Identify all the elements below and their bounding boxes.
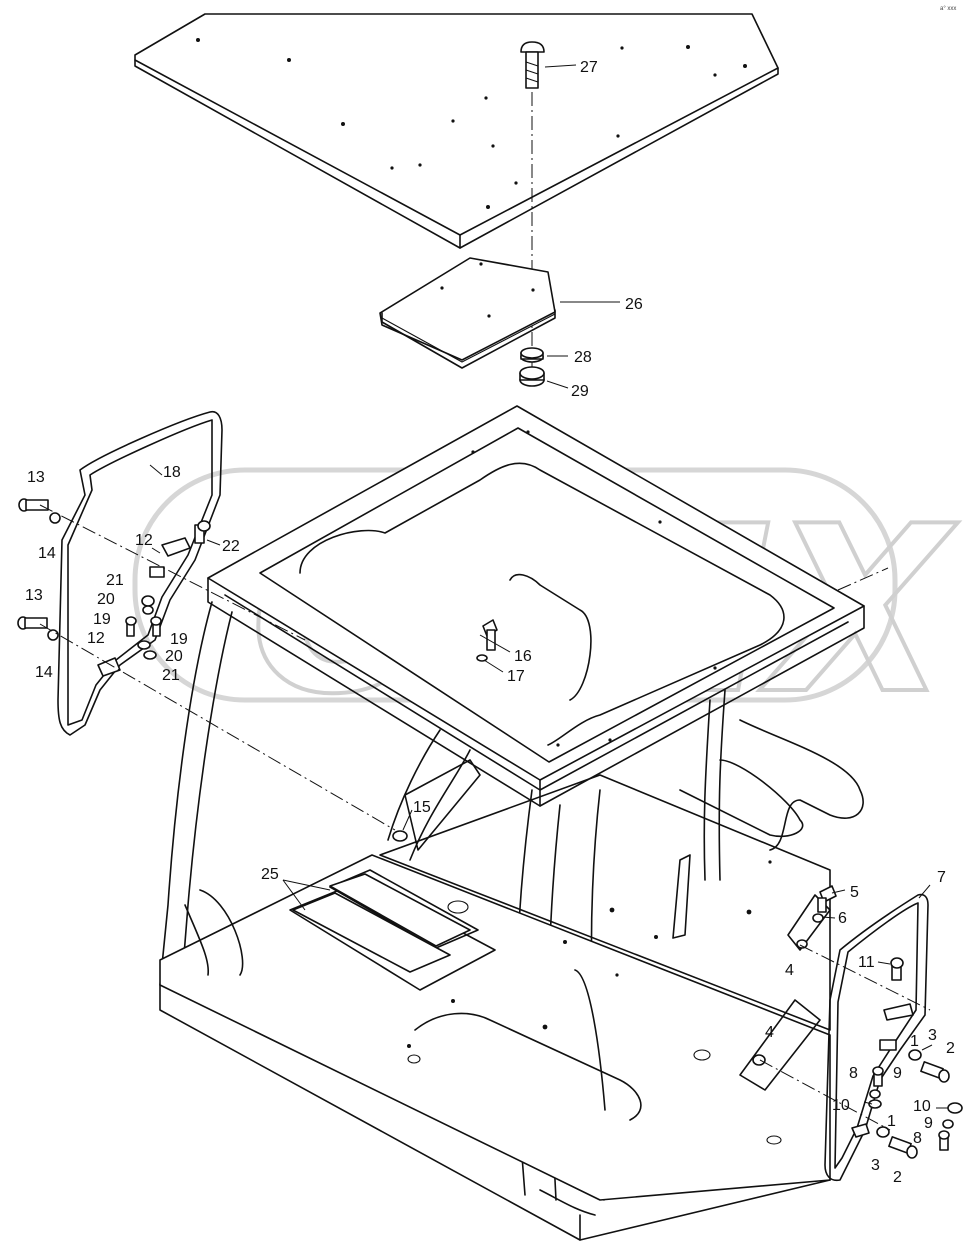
callout-3-lower: 3 [871, 1157, 880, 1174]
bracket-16 [482, 619, 498, 651]
callout-18: 18 [163, 464, 181, 481]
callout-16: 16 [514, 648, 532, 665]
callout-19-right: 19 [170, 631, 188, 648]
bolt-8-lower [938, 1130, 950, 1151]
callout-8-lower: 8 [913, 1130, 922, 1147]
nut-29 [519, 366, 545, 387]
callout-10-upper: 10 [832, 1097, 850, 1114]
callout-25: 25 [261, 866, 279, 883]
nut-4-lower [752, 1054, 766, 1066]
callout-14-lower: 14 [35, 664, 53, 681]
washer-28 [520, 347, 544, 363]
bolt-2-upper [920, 1061, 950, 1083]
callout-2-lower: 2 [893, 1169, 902, 1186]
callout-2-upper: 2 [946, 1040, 955, 1057]
callout-27: 27 [580, 59, 598, 76]
bolt-2-lower [888, 1136, 918, 1159]
callout-1-upper: 1 [910, 1033, 919, 1050]
bolt-11 [890, 957, 904, 981]
callout-14-upper: 14 [38, 545, 56, 562]
nut-9-lower [942, 1119, 954, 1129]
hardware-19-21 [125, 595, 162, 660]
corner-mark: a° xxx [940, 6, 956, 12]
bracket-12-lower [97, 657, 121, 677]
washer-10-upper [868, 1099, 882, 1109]
callout-13-upper: 13 [27, 469, 45, 486]
washer-10-lower [947, 1102, 963, 1114]
callout-3-upper: 3 [928, 1027, 937, 1044]
callout-6: 6 [838, 910, 847, 927]
bracket-1-lower [851, 1123, 870, 1138]
callout-12-upper: 12 [135, 532, 153, 549]
callout-8-upper: 8 [849, 1065, 858, 1082]
nut-4-upper [796, 939, 808, 949]
mount-pad-26 [379, 257, 556, 369]
callout-7: 7 [937, 869, 946, 886]
callout-19-left: 19 [93, 611, 111, 628]
callout-10-lower: 10 [913, 1098, 931, 1115]
callout-4-lower: 4 [765, 1024, 774, 1041]
washer-3-lower [876, 1126, 890, 1138]
washer-6 [812, 913, 824, 923]
callout-21-upper: 21 [106, 572, 124, 589]
callout-13-lower: 13 [25, 587, 43, 604]
callout-22: 22 [222, 538, 240, 555]
bolt-5 [817, 885, 837, 913]
left-handrail-18 [57, 410, 223, 736]
callout-11: 11 [858, 954, 875, 971]
callout-17: 17 [507, 668, 525, 685]
grommet-15 [392, 830, 408, 842]
callout-9-lower: 9 [924, 1115, 933, 1132]
callout-12-lower: 12 [87, 630, 105, 647]
callout-5: 5 [850, 884, 859, 901]
callout-20-upper: 20 [97, 591, 115, 608]
callout-1-lower: 1 [887, 1113, 896, 1130]
callout-26: 26 [625, 296, 643, 313]
callout-9-upper: 9 [893, 1065, 902, 1082]
washer-14-upper [49, 512, 61, 524]
callout-29: 29 [571, 383, 589, 400]
bracket-12-upper [149, 537, 191, 578]
cab-frame [159, 405, 865, 1241]
callouts: 27 26 28 29 18 13 14 22 12 21 20 19 19 2… [25, 59, 955, 1186]
bolt-8-upper [872, 1066, 884, 1087]
callout-4-upper: 4 [785, 962, 794, 979]
callout-15: 15 [413, 799, 431, 816]
bolt-13-upper [18, 498, 49, 512]
callout-21-lower: 21 [162, 667, 180, 684]
leader-lines [149, 64, 948, 1109]
bolt-13-lower [17, 616, 48, 630]
callout-28: 28 [574, 349, 592, 366]
roof-panel [134, 13, 779, 249]
floor-mat-25 [292, 873, 471, 973]
bracket-1-upper [879, 1003, 914, 1051]
washer-3-upper [908, 1049, 922, 1061]
washer-14-lower [47, 629, 59, 641]
nut-17 [476, 654, 488, 662]
nut-9-upper [869, 1089, 881, 1099]
right-handrail-7 [824, 893, 929, 1182]
screw-27 [520, 41, 545, 89]
bolt-22 [194, 520, 211, 544]
callout-20-lower: 20 [165, 648, 183, 665]
